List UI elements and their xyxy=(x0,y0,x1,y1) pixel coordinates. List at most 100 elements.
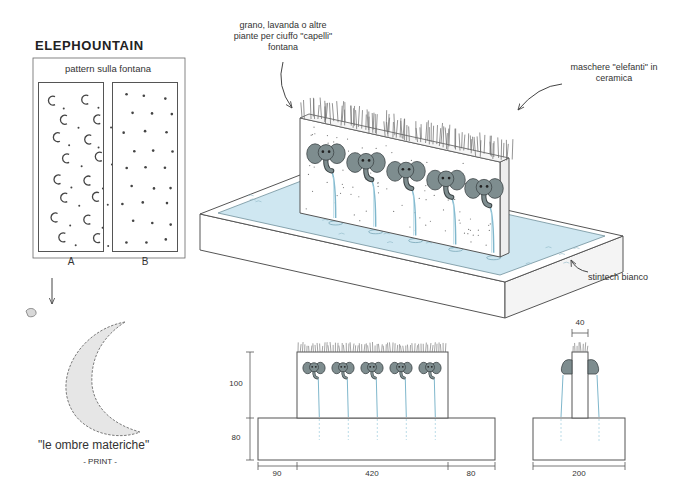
grass-blade xyxy=(330,342,332,352)
grass-blade xyxy=(410,345,411,352)
grass-blade xyxy=(303,100,305,119)
grass-blade xyxy=(315,345,317,352)
wall-elevation xyxy=(572,352,588,418)
dimension-tick xyxy=(588,329,589,337)
grass-blade xyxy=(430,343,432,352)
grass-blade xyxy=(387,343,389,352)
texture-dot xyxy=(386,188,387,189)
dot-mark xyxy=(122,131,125,134)
elephant-eye xyxy=(480,185,483,188)
grass-blade xyxy=(579,342,580,352)
water-streams xyxy=(332,171,494,253)
print-subtitle: - PRINT - xyxy=(70,457,130,467)
grass-blade xyxy=(325,103,327,123)
texture-dot xyxy=(348,150,349,151)
texture-dot xyxy=(314,133,315,134)
dot-mark xyxy=(165,131,168,134)
grass-blade xyxy=(400,346,402,352)
grass-blade xyxy=(357,345,359,352)
grass-blade xyxy=(434,342,436,352)
grass-blade xyxy=(327,345,329,352)
elephant-mask xyxy=(419,362,441,378)
grass-blade xyxy=(574,343,575,352)
crescent-mark xyxy=(59,233,66,242)
grass-blade xyxy=(375,345,376,352)
crescent-mark xyxy=(53,133,60,142)
elephant-mask xyxy=(303,362,325,378)
dot-mark xyxy=(166,202,169,205)
dimension: 80 xyxy=(456,469,486,479)
grass-blade xyxy=(396,120,397,138)
grass-blade xyxy=(472,137,473,151)
dot-mark xyxy=(63,108,65,110)
grass-blade xyxy=(471,139,473,153)
grass-blade xyxy=(423,344,424,352)
grass-blade xyxy=(324,342,326,352)
grass-blade xyxy=(381,344,383,352)
dimension-tick xyxy=(625,462,626,470)
texture-dot xyxy=(486,245,487,246)
dot-mark xyxy=(133,150,136,153)
grass-blade xyxy=(387,122,388,137)
grass-blade xyxy=(376,114,378,134)
grass-blade xyxy=(366,343,367,352)
texture-dot xyxy=(470,218,471,219)
crescent-mark xyxy=(92,192,99,201)
leader-arrow xyxy=(281,62,292,108)
dot-mark xyxy=(143,94,146,97)
elephant-head xyxy=(438,171,454,187)
texture-dot xyxy=(409,226,410,227)
dot-mark xyxy=(169,187,172,190)
grass-blade xyxy=(587,346,589,352)
elephant-mask xyxy=(390,362,412,378)
grass-blade xyxy=(308,346,309,352)
elephant-head xyxy=(397,363,406,372)
texture-dot xyxy=(478,235,479,236)
grass-blade xyxy=(365,114,366,129)
texture-dot xyxy=(312,191,313,192)
grass-blade xyxy=(298,342,299,352)
grass-blade xyxy=(418,344,419,352)
grass-blade xyxy=(436,344,437,352)
grass-blade xyxy=(355,345,356,352)
grass-blade xyxy=(585,342,587,352)
crescent-mark xyxy=(51,213,58,222)
texture-dot xyxy=(463,163,464,164)
texture-dot xyxy=(333,141,334,142)
dot-mark xyxy=(98,146,100,148)
grass-blade xyxy=(421,344,422,352)
crescent-mark xyxy=(54,175,61,184)
grass-blade xyxy=(369,343,371,352)
grass-blade xyxy=(333,345,334,352)
elephant-eye xyxy=(311,366,313,368)
water-stream xyxy=(348,419,349,440)
grass-blade xyxy=(367,109,369,127)
texture-dot xyxy=(340,193,341,194)
elephant-mask xyxy=(307,144,345,171)
grass-blade xyxy=(326,103,327,119)
grass-blade xyxy=(372,342,373,352)
grass-blade xyxy=(402,346,404,352)
grass-blade xyxy=(320,98,321,119)
texture-dot xyxy=(459,211,460,212)
elephant-mask xyxy=(332,362,354,378)
grass-blade xyxy=(326,342,328,352)
texture-dot xyxy=(352,187,353,188)
elephant-eye xyxy=(369,366,371,368)
grass-blade xyxy=(337,343,338,352)
texture-dot xyxy=(445,230,446,231)
water-stream xyxy=(319,419,320,440)
texture-dot xyxy=(370,172,371,173)
grass-blade xyxy=(441,123,442,144)
elephant-head xyxy=(398,162,414,178)
grass-tuft xyxy=(301,98,513,161)
crescent-mark xyxy=(82,95,89,104)
ripple xyxy=(339,233,345,234)
grass-blade xyxy=(324,106,325,122)
pattern-panel: A xyxy=(38,82,104,252)
texture-dot xyxy=(342,170,343,171)
dot-mark xyxy=(107,245,109,247)
dimension-line xyxy=(533,466,625,467)
